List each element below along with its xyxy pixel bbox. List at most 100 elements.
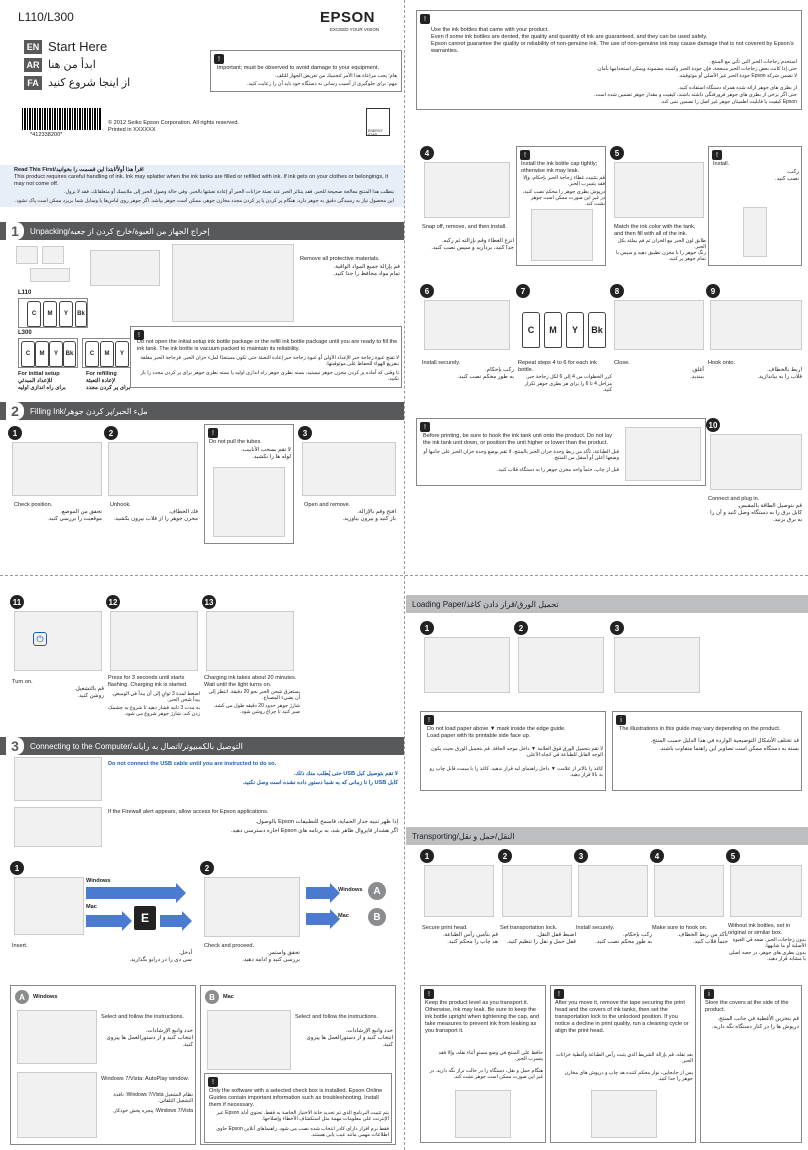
charge-start-fa: به مدت 3 ثانیه فشار دهید تا شروع به چشمک… [108, 705, 200, 717]
close-fa: ببندید. [690, 374, 704, 380]
genuine-bullet-1: Use the ink bottles that came with your … [431, 27, 549, 33]
copyright: © 2012 Seiko Epson Corporation. All righ… [108, 120, 239, 126]
install-cap-transport-illustration [578, 865, 648, 917]
windows-arrow [86, 883, 186, 903]
install-cap-illustration [743, 207, 767, 257]
paper-warning-2: Load paper with its printable side face … [427, 733, 531, 739]
no-pull-ar: لا تقم بسحب الأنابيب. [241, 447, 291, 453]
close-en: Close. [614, 360, 630, 366]
step-9-badge: 9 [706, 284, 720, 298]
bottle-bk: Bk [63, 341, 76, 367]
fill-ink-fa: رنگ جوهر را با مخزن تطبیق دهید و سپس با … [616, 250, 706, 262]
transport-level-ar: حافظ على المنتج في وضع مستوٍ أثناء نقله،… [438, 1050, 543, 1062]
for-refill-ar: لإعادة التعبئة [86, 378, 116, 384]
no-pull-illustration [213, 467, 285, 537]
genuine-fa-2: حتی اگر برخی از بطری های جوهر فرورفتگی د… [594, 92, 797, 98]
unhook-ar: فك الخطاف. [168, 509, 198, 515]
hook-transport-fa: حتماً قلاب کنید. [693, 939, 728, 945]
charge-start-ar: اضغط لمدة 3 ثوانٍ إلى أن يبدأ في الوميض.… [111, 691, 200, 703]
windows-installer-screenshot [17, 1010, 97, 1064]
store-covers-box: i Store the covers at the side of the pr… [700, 985, 802, 1143]
vacuum-warning-en: Do not open the initial setup ink bottle… [137, 339, 398, 352]
unhook-en: Unhook. [110, 502, 131, 508]
install-securely-ar: ركب بإحكام. [485, 367, 514, 373]
secure-head-fa: هد چاپ را محکم کنید. [447, 939, 498, 945]
hook-transport-en: Make sure to hook on. [652, 925, 708, 931]
no-pull-en: Do not pull the tubes. [209, 439, 262, 445]
box-fa: بدون بطری های جوهر، در جعبه اصلی یا مشاب… [728, 950, 806, 962]
install-securely-illustration [424, 300, 510, 350]
bottle-m: M [35, 341, 49, 367]
repeat-fa: مراحل 4 تا 6 را برای هر بطری جوهر تکرار … [524, 381, 612, 393]
box-illustration [730, 865, 802, 917]
license-agreement-screenshot [204, 877, 300, 937]
mac-label-2: Mac [338, 913, 349, 919]
windows-arrow-2 [306, 883, 340, 903]
for-refill-fa: برای پر کردن مجدد [86, 385, 131, 391]
bottle-c: C [85, 341, 99, 367]
epson-disc-icon[interactable]: E [134, 906, 156, 930]
manual-illustration [16, 246, 38, 264]
windows-label-2: Windows [338, 887, 363, 893]
check-proceed-en: Check and proceed. [204, 943, 255, 949]
title-ar: ابدأ من هنا [48, 59, 96, 71]
illustration-note-fa: بسته به دستگاه ممکن است تصاویر این راهنم… [659, 746, 799, 752]
model-l300: L300 [18, 330, 32, 336]
after-move-en: After you move it, remove the tape secur… [555, 1000, 689, 1034]
read-first-title: Read This First/اقرأ هذا أولاً/ابتدا این… [14, 167, 144, 173]
bottle-c: C [27, 301, 41, 327]
hook-tank-warning-ar: قبل الطباعة، تأكد من ربط وحدة خزان الحبر… [423, 449, 619, 461]
step-3-badge: 3 [610, 621, 624, 635]
install-securely-en: Install securely. [422, 360, 461, 366]
no-pull-tubes-box: ! Do not pull the tubes. لا تقم بسحب الأ… [204, 424, 294, 544]
online-guides-ar: يتم تثبيت البرنامج الذي تم تحديد خانة ال… [216, 1110, 389, 1122]
printer-illustration [90, 250, 160, 286]
cap-tight-illustration [531, 209, 593, 261]
remove-protective-ar: قم بإزالة جميع المواد الواقية. [333, 264, 400, 270]
install-en: Install. [713, 161, 730, 167]
transport-level-en: Keep the product level as you transport … [425, 1000, 540, 1034]
step-2-badge: 2 [498, 849, 512, 863]
fill-ink-illustration [614, 162, 704, 218]
paper-warning-1: Do not load paper above ▼ mark inside th… [427, 726, 566, 732]
read-first-fa: این محصول نیاز به رسیدگی دقیق به جوهر دا… [15, 198, 394, 204]
badge-b: B [368, 908, 386, 926]
check-proceed-ar: تحقق واستمر. [267, 950, 300, 956]
cap-tight-ar: قم بتثبيت غطاء زجاجة الحبر بإحكام، وإلا … [523, 175, 605, 187]
box-ar: بدون زجاجات الحبر، ضعه في العبوة الأصلية… [732, 937, 806, 949]
vacuum-warning-ar: لا تفتح عبوة زجاجة حبر الإعداد الأولي أو… [140, 355, 399, 367]
power-button-icon: ⏻ [33, 632, 47, 646]
step-1-badge: 1 [10, 861, 24, 875]
autoplay-screenshot [17, 1072, 97, 1138]
model-name: L110/L300 [18, 10, 74, 24]
connect-power-en: Connect and plug in. [708, 496, 760, 502]
load-paper-2-illustration [518, 637, 604, 693]
energy-star-logo: ENERGY STAR [366, 108, 390, 137]
step-2-badge: 2 [104, 426, 118, 440]
warning-icon: ! [520, 150, 530, 160]
charge-ink-button-illustration [110, 611, 198, 671]
bottle-y: Y [59, 301, 73, 327]
connect-power-fa: کابل برق را به دستگاه وصل کنید و آن را ب… [710, 510, 802, 523]
transport-lock-ar: اضبط قفل النقل. [536, 932, 576, 938]
mac-follow-fa: انتخاب کنید و از دستورالعمل ها پیروی کنی… [306, 1035, 393, 1048]
epson-logo: EPSON [320, 9, 376, 26]
check-proceed-fa: بررسی کنید و ادامه دهید. [242, 957, 300, 963]
after-move-illustration [591, 1090, 657, 1138]
step-7-badge: 7 [516, 284, 530, 298]
autoplay-ar: نظام التشغيل Windows 7/Vista: نافذة التش… [113, 1092, 193, 1104]
step-5-badge: 5 [610, 146, 624, 160]
warning-icon: ! [554, 989, 564, 999]
warning-icon: ! [208, 1077, 218, 1087]
repeat-ar: كرر الخطوات من 4 إلى 6 لكل زجاجة حبر. [525, 374, 612, 380]
barcode-number: *412338200* [30, 132, 63, 138]
secure-head-ar: قم بتأمين رأس الطباعة. [442, 932, 498, 938]
usb-warning-fa: کابل USB را تا زمانی که به شما دستور داد… [242, 780, 398, 786]
install-securely-transport-fa: به طور محکم نصب کنید. [595, 939, 652, 945]
after-move-ar: بعد نقله، قم بإزالة الشريط الذي يثبت رأس… [555, 1052, 693, 1064]
step-1-badge: 1 [420, 621, 434, 635]
important-fa: مهم: برای جلوگیری از آسیب رسانی به دستگا… [247, 81, 397, 87]
model-l110: L110 [18, 290, 32, 296]
fill-ink-ar: طابق لون الحبر مع الخزان ثم قم بملئه بكل… [617, 238, 706, 250]
repeat-bottles-illustration: C M Y Bk [520, 300, 610, 350]
